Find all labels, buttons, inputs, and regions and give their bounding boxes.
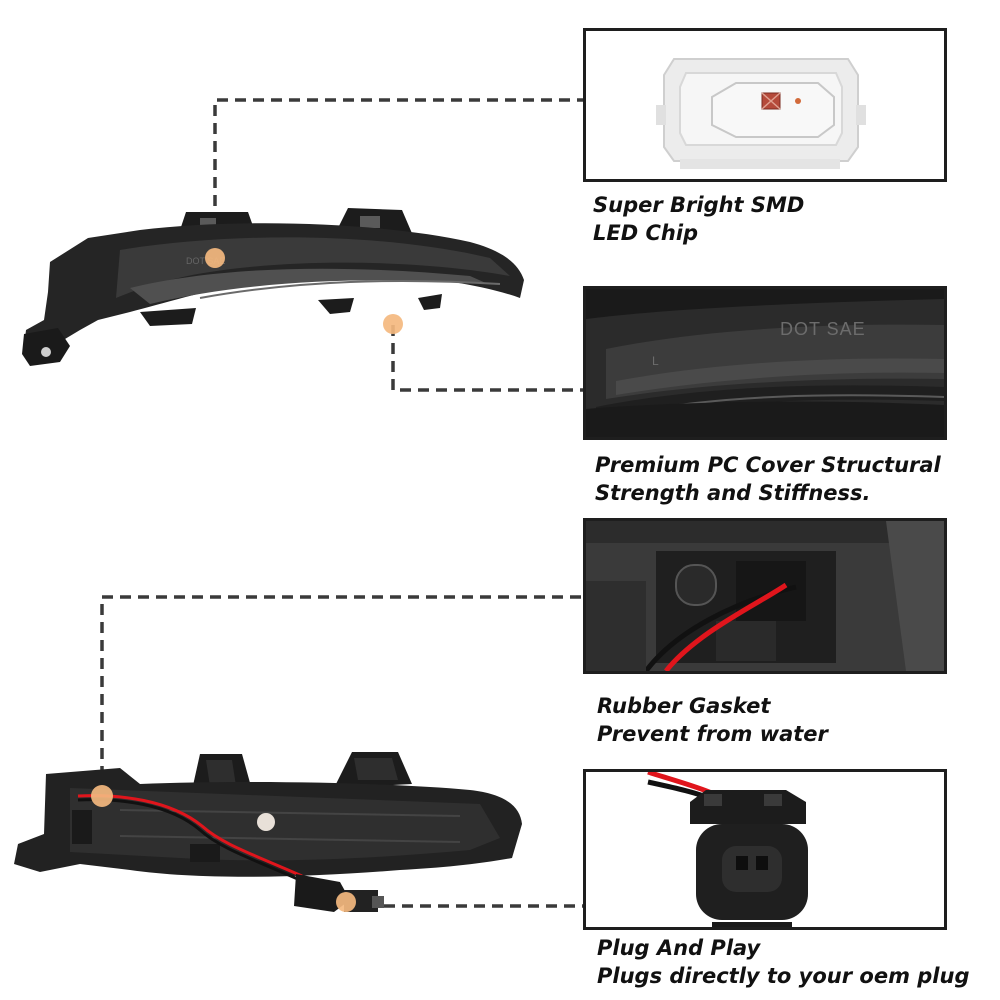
mirror-indicator-assembled-image: DOT SAE — [22, 208, 524, 366]
connector-plug-image — [586, 772, 944, 927]
rubber-gasket-closeup-image — [586, 521, 944, 671]
caption-plug: Plug And Play Plugs directly to your oem… — [597, 934, 969, 990]
marker-smd — [205, 248, 225, 268]
panel-rubber-gasket — [583, 518, 947, 674]
lens-marking-closeup: DOT SAE — [780, 319, 866, 339]
marker-gasket — [91, 785, 113, 807]
lens-side-mark: L — [652, 354, 659, 368]
leader-line-cover — [391, 325, 583, 392]
panel-pc-cover: DOT SAE L — [583, 286, 947, 440]
panel-smd-led-chip — [583, 28, 947, 182]
panel-plug-and-play — [583, 769, 947, 930]
smd-led-chip-image — [586, 31, 944, 179]
caption-smd-line2: LED Chip — [593, 221, 699, 245]
caption-plug-line2: Plugs directly to your oem plug — [597, 964, 970, 988]
caption-gasket-line2: Prevent from water — [597, 722, 828, 746]
marker-plug — [336, 892, 356, 912]
caption-cover-line1: Premium PC Cover Structural — [595, 453, 941, 477]
pc-cover-closeup-image: DOT SAE L — [586, 289, 944, 437]
caption-plug-line1: Plug And Play — [597, 936, 761, 960]
caption-gasket-line1: Rubber Gasket — [597, 694, 771, 718]
leader-line-smd — [213, 98, 583, 260]
leader-line-gasket — [100, 595, 583, 795]
caption-cover-line2: Strength and Stiffness. — [595, 481, 871, 505]
caption-smd: Super Bright SMD LED Chip — [593, 191, 804, 247]
caption-gasket: Rubber Gasket Prevent from water — [597, 692, 828, 748]
caption-smd-line1: Super Bright SMD — [593, 193, 805, 217]
mirror-indicator-back-wired-image — [14, 752, 522, 912]
marker-cover — [383, 314, 403, 334]
caption-cover: Premium PC Cover Structural Strength and… — [595, 451, 941, 507]
